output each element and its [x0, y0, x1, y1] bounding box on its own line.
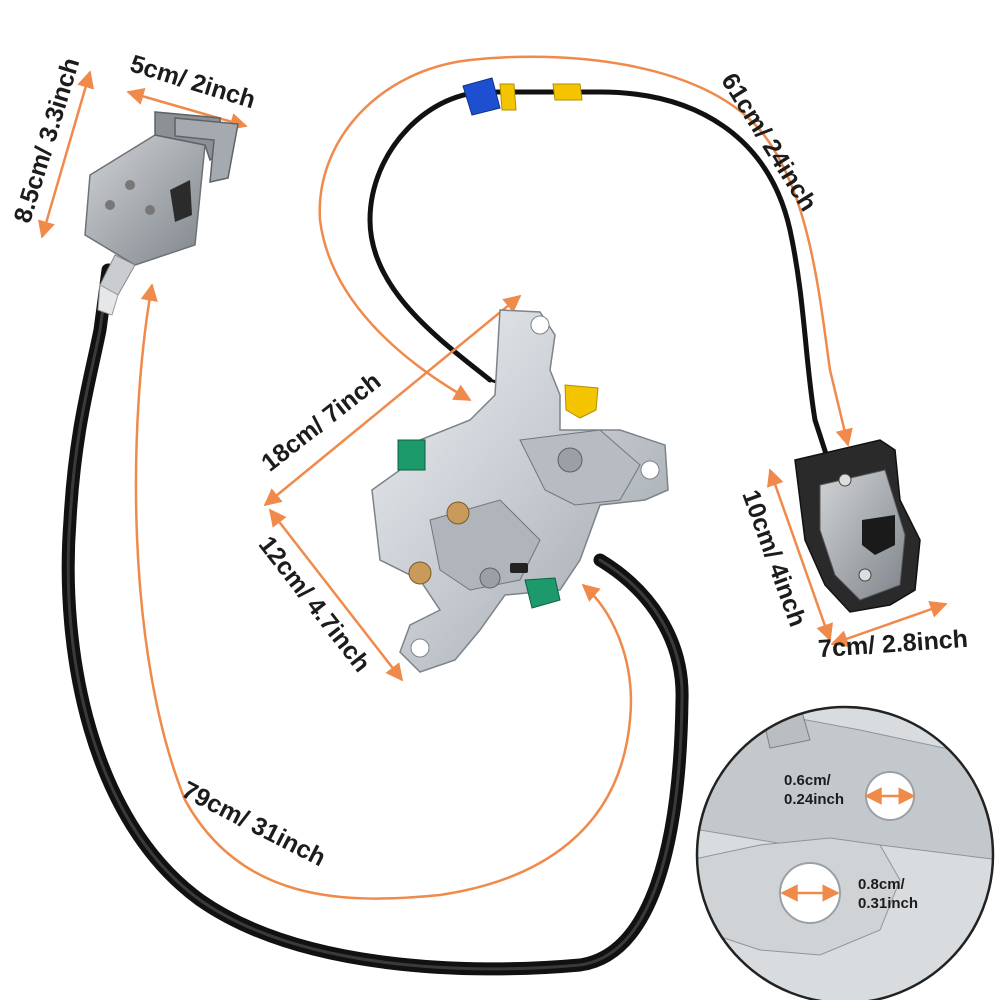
label-hole-small: 0.6cm/ 0.24inch [784, 772, 845, 808]
cable-long [61, 263, 689, 976]
left-door-latch [84, 111, 239, 316]
dimension-lines [37, 55, 948, 900]
label-hole-large: 0.8cm/ 0.31inch [858, 876, 919, 912]
zoom-inset [695, 705, 995, 1000]
right-door-latch [794, 439, 921, 613]
main-door-latch [371, 309, 669, 673]
cable-clips [462, 77, 583, 116]
